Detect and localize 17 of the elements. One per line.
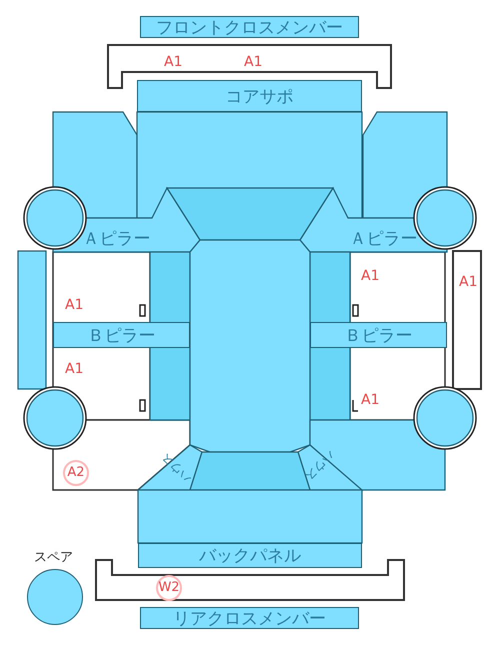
part-name: バックパネル	[199, 545, 301, 567]
part-name: Ｂピラー	[88, 324, 156, 346]
panel-box	[138, 543, 362, 568]
node-label: スペア	[34, 549, 73, 566]
panel-box	[140, 607, 359, 629]
panel-box	[140, 16, 359, 38]
part-name: リアクロスメンバー	[173, 608, 326, 630]
panel-box	[53, 322, 190, 348]
part-name: フロントクロスメンバー	[156, 16, 343, 38]
part-name: Ａピラー	[350, 228, 418, 250]
part-name: ハウス	[302, 448, 338, 484]
part-name: Ｂピラー	[344, 324, 412, 346]
panel-box	[137, 80, 362, 112]
part-name: Ａピラー	[82, 228, 150, 250]
panel-box	[310, 322, 447, 348]
part-name: コアサポ	[226, 86, 294, 108]
part-name: ハウス	[158, 450, 194, 486]
